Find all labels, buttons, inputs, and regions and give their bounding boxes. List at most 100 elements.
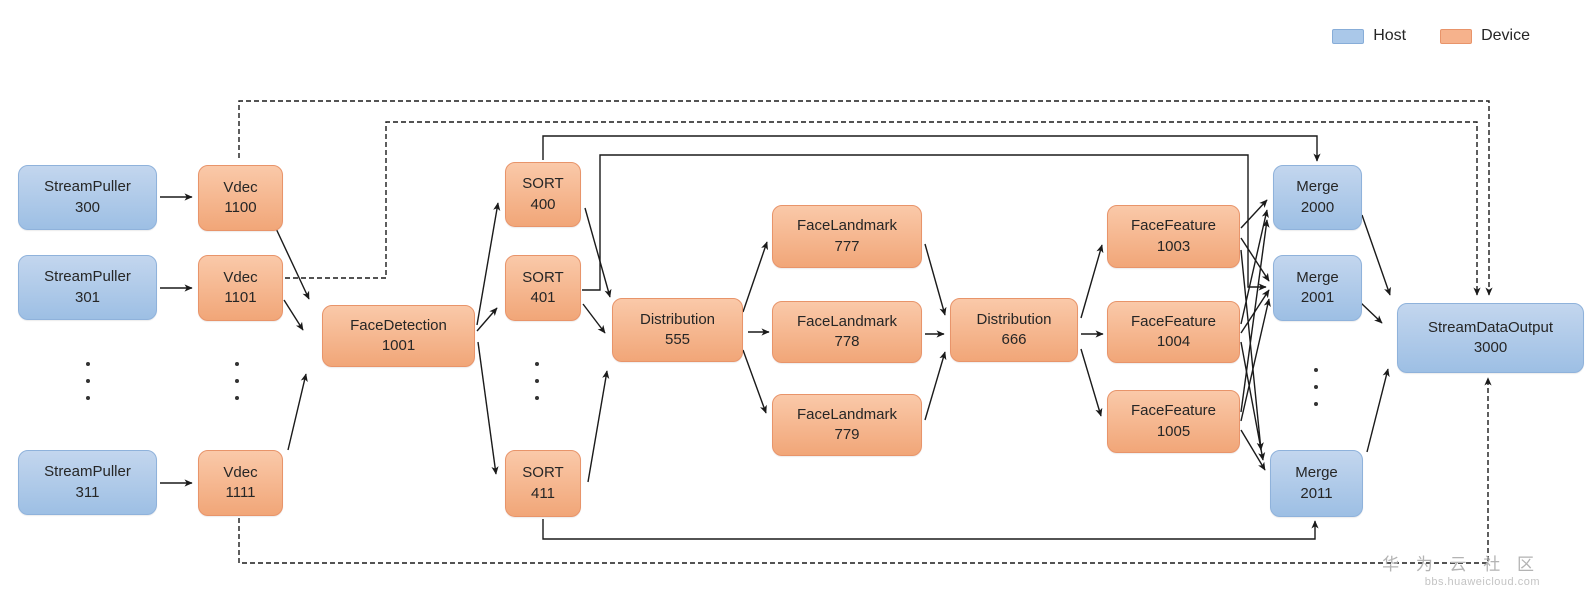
- node-id-label: 2011: [1300, 484, 1333, 502]
- node-streamdataoutput-3000: StreamDataOutput 3000: [1397, 303, 1584, 373]
- node-sort-411: SORT 411: [505, 450, 581, 517]
- dashed-edge: [238, 377, 1492, 564]
- device-color-swatch: [1440, 28, 1473, 44]
- node-id-label: 1101: [224, 289, 257, 306]
- legend-item-host: Host: [1332, 27, 1406, 45]
- watermark-title: 华 为 云 社 区: [1382, 555, 1540, 574]
- node-id-label: 1100: [224, 199, 257, 216]
- solid-edge: [1360, 302, 1383, 324]
- solid-edge: [476, 202, 501, 326]
- node-id-label: 777: [834, 237, 860, 255]
- solid-edge: [1361, 214, 1391, 296]
- node-label: FaceLandmark: [796, 405, 898, 423]
- node-label: FaceLandmark: [796, 217, 898, 235]
- node-facedetection-1001: FaceDetection 1001: [322, 305, 475, 367]
- node-id-label: 301: [74, 288, 101, 306]
- node-id-label: 2001: [1300, 289, 1335, 306]
- solid-edge: [1240, 199, 1268, 229]
- solid-edge: [584, 207, 612, 298]
- solid-edge: [542, 519, 1319, 540]
- node-id-label: 2000: [1300, 198, 1335, 216]
- node-facelandmark-779: FaceLandmark 779: [772, 394, 922, 456]
- legend: Host Device: [1332, 27, 1530, 45]
- node-id-label: 3000: [1473, 339, 1508, 356]
- node-label: Vdec: [223, 268, 258, 286]
- node-facefeature-1003: FaceFeature 1003: [1107, 205, 1240, 268]
- vertical-ellipsis: [1314, 368, 1318, 406]
- node-label: FaceDetection: [350, 316, 447, 334]
- node-label: SORT: [522, 268, 564, 286]
- solid-edge: [742, 241, 768, 313]
- node-label: Merge: [1295, 464, 1338, 482]
- node-vdec-1111: Vdec 1111: [198, 450, 283, 516]
- solid-edge: [1240, 298, 1271, 422]
- solid-edge: [582, 303, 606, 334]
- node-label: FaceFeature: [1130, 217, 1217, 235]
- node-streampuller-301: StreamPuller 301: [18, 255, 157, 320]
- node-id-label: 311: [75, 483, 100, 501]
- node-id-label: 1111: [225, 484, 256, 501]
- node-label: SORT: [522, 175, 564, 193]
- legend-item-device: Device: [1440, 27, 1530, 45]
- node-label: FaceFeature: [1130, 402, 1217, 420]
- node-id-label: 1005: [1156, 422, 1191, 440]
- node-id-label: 555: [664, 331, 691, 348]
- node-label: Distribution: [639, 310, 716, 328]
- solid-edge: [476, 307, 498, 332]
- solid-edge: [1240, 341, 1266, 461]
- solid-edge: [582, 154, 1267, 291]
- solid-edge: [1240, 209, 1269, 325]
- solid-edge: [477, 341, 499, 475]
- node-merge-2011: Merge 2011: [1270, 450, 1363, 517]
- node-id-label: 400: [530, 195, 556, 213]
- node-facefeature-1005: FaceFeature 1005: [1107, 390, 1240, 453]
- solid-edge: [542, 135, 1321, 162]
- host-color-swatch: [1332, 28, 1365, 44]
- legend-label-device: Device: [1481, 27, 1530, 44]
- solid-edge: [587, 370, 610, 483]
- vertical-ellipsis: [235, 362, 239, 400]
- node-id-label: 666: [1001, 331, 1027, 348]
- dashed-edge: [285, 121, 1481, 296]
- node-distribution-555: Distribution 555: [612, 298, 743, 362]
- node-id-label: 411: [531, 484, 555, 502]
- node-label: Vdec: [223, 178, 258, 196]
- node-label: SORT: [522, 464, 564, 482]
- node-label: Merge: [1296, 268, 1339, 286]
- solid-edge: [924, 243, 947, 316]
- node-sort-401: SORT 401: [505, 255, 581, 321]
- node-vdec-1101: Vdec 1101: [198, 255, 283, 321]
- node-label: StreamPuller: [44, 268, 131, 286]
- node-id-label: 1003: [1156, 237, 1191, 255]
- node-label: Vdec: [223, 463, 258, 481]
- solid-edge: [1240, 219, 1270, 413]
- node-id-label: 1001: [381, 337, 416, 354]
- solid-edge: [742, 349, 767, 414]
- legend-label-host: Host: [1373, 27, 1407, 44]
- node-id-label: 779: [834, 426, 860, 443]
- node-id-label: 1004: [1156, 333, 1191, 350]
- node-label: FaceLandmark: [796, 312, 898, 330]
- solid-edge: [1366, 368, 1390, 453]
- node-merge-2001: Merge 2001: [1273, 255, 1362, 321]
- vertical-ellipsis: [86, 362, 90, 400]
- solid-edge: [924, 351, 947, 421]
- vertical-ellipsis: [535, 362, 539, 400]
- node-id-label: 401: [530, 289, 556, 306]
- solid-edge: [1080, 244, 1104, 319]
- watermark: 华 为 云 社 区 bbs.huaweicloud.com: [1382, 550, 1540, 588]
- solid-edge: [287, 373, 308, 451]
- node-label: StreamDataOutput: [1427, 318, 1554, 336]
- node-vdec-1100: Vdec 1100: [198, 165, 283, 231]
- node-label: StreamPuller: [44, 178, 131, 196]
- watermark-subtitle: bbs.huaweicloud.com: [1424, 576, 1540, 588]
- node-label: FaceFeature: [1130, 312, 1217, 330]
- node-facelandmark-777: FaceLandmark 777: [772, 205, 922, 268]
- solid-edge: [283, 299, 304, 331]
- dashed-edge: [238, 100, 1493, 296]
